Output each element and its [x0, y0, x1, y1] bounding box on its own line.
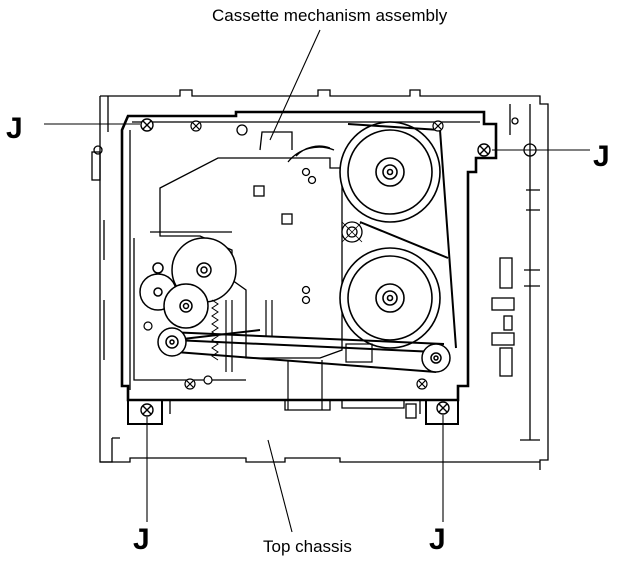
j-label-top-right: J	[593, 140, 610, 173]
reel-lower	[339, 247, 441, 349]
gear-train	[139, 237, 237, 357]
screw-j-bottom-right	[436, 401, 450, 415]
leader-chassis	[267, 439, 293, 533]
assembly-label: Cassette mechanism assembly	[212, 6, 448, 25]
reel-upper	[339, 121, 441, 223]
screw-j-top-left	[140, 118, 154, 132]
head-block	[345, 343, 373, 363]
mechanism-frame	[120, 110, 498, 425]
chassis-label: Top chassis	[263, 537, 352, 556]
idler-gear	[341, 221, 363, 243]
screw-j-bottom-left	[140, 403, 154, 417]
leader-assembly	[269, 29, 321, 141]
j-label-bottom-right: J	[429, 523, 446, 556]
other-screws	[184, 120, 444, 390]
lower-belt	[167, 331, 445, 373]
hidden-gear	[287, 145, 335, 163]
flex-cable	[287, 360, 323, 410]
leader-lines	[44, 29, 590, 533]
top-chassis	[91, 89, 549, 470]
gear-rack	[211, 299, 219, 361]
screw-j-top-right	[477, 143, 491, 157]
j-label-top-left: J	[6, 112, 23, 145]
slide-bar	[225, 300, 273, 372]
drive-belt	[173, 123, 457, 353]
small-holes	[143, 321, 213, 385]
j-label-bottom-left: J	[133, 523, 150, 556]
capstan	[421, 343, 451, 373]
